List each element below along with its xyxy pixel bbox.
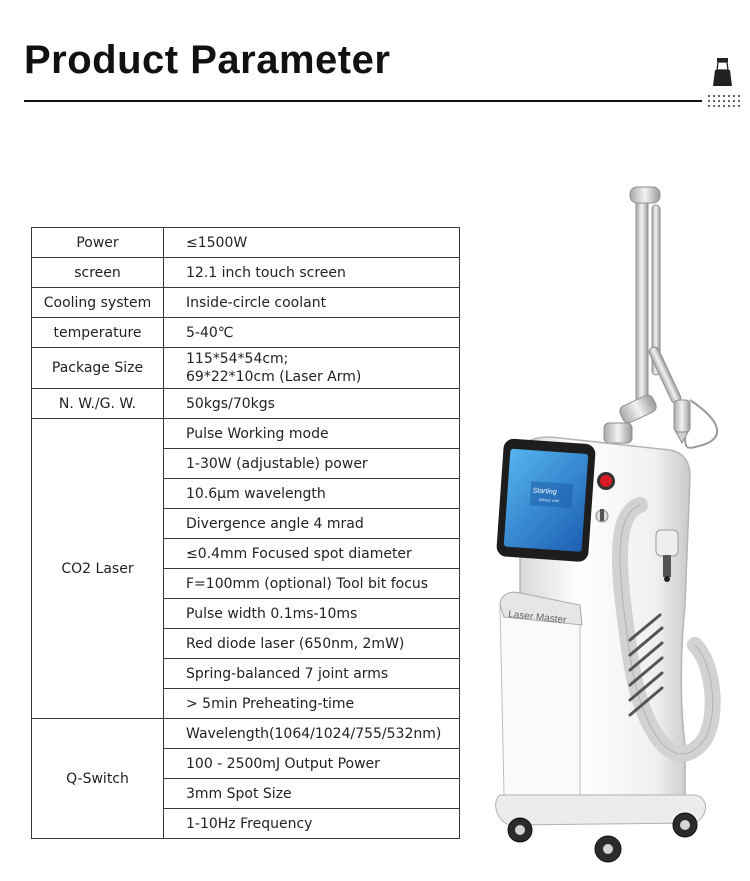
co2-spec: Red diode laser (650nm, 2mW) bbox=[163, 628, 460, 659]
page-title: Product Parameter bbox=[24, 38, 391, 82]
param-value: ≤1500W bbox=[163, 227, 460, 258]
table-row: ≤0.4mm Focused spot diameter bbox=[32, 538, 460, 569]
co2-spec: F=100mm (optional) Tool bit focus bbox=[163, 568, 460, 599]
screen-wait-text: please wait bbox=[539, 497, 560, 503]
param-value: 12.1 inch touch screen bbox=[163, 257, 460, 288]
table-row: 100 - 2500mJ Output Power bbox=[32, 748, 460, 779]
table-row: Pulse width 0.1ms-10ms bbox=[32, 598, 460, 629]
q-switch-spec: 100 - 2500mJ Output Power bbox=[163, 748, 460, 779]
param-label: Package Size bbox=[31, 347, 164, 389]
param-value: 5-40℃ bbox=[163, 317, 460, 348]
table-row: F=100mm (optional) Tool bit focus bbox=[32, 568, 460, 599]
table-row: temperature 5-40℃ bbox=[31, 317, 460, 348]
table-row: Package Size 115*54*54cm; 69*22*10cm (Las… bbox=[31, 347, 460, 389]
device-logo-icon bbox=[708, 58, 740, 107]
co2-spec: Divergence angle 4 mrad bbox=[163, 508, 460, 539]
title-divider bbox=[24, 100, 702, 102]
table-row: 1-10Hz Frequency bbox=[32, 808, 460, 839]
co2-spec: Spring-balanced 7 joint arms bbox=[163, 658, 460, 689]
param-value: 50kgs/70kgs bbox=[163, 388, 460, 419]
table-row: > 5min Preheating-time bbox=[32, 688, 460, 719]
param-label: Power bbox=[31, 227, 164, 258]
parameter-table: Power ≤1500W screen 12.1 inch touch scre… bbox=[31, 227, 460, 839]
q-switch-spec: 1-10Hz Frequency bbox=[163, 808, 460, 839]
table-row: 1-30W (adjustable) power bbox=[32, 448, 460, 479]
table-row: Spring-balanced 7 joint arms bbox=[32, 658, 460, 689]
table-row: Red diode laser (650nm, 2mW) bbox=[32, 628, 460, 659]
q-switch-label: Q-Switch bbox=[31, 718, 164, 839]
table-row: Divergence angle 4 mrad bbox=[32, 508, 460, 539]
table-row: Q-Switch Wavelength(1064/1024/755/532nm) bbox=[31, 718, 460, 839]
q-switch-spec: 3mm Spot Size bbox=[163, 778, 460, 809]
co2-spec: ≤0.4mm Focused spot diameter bbox=[163, 538, 460, 569]
table-row: Power ≤1500W bbox=[31, 227, 460, 258]
co2-laser-label: CO2 Laser bbox=[31, 418, 164, 719]
table-row: 10.6μm wavelength bbox=[32, 478, 460, 509]
co2-spec: 10.6μm wavelength bbox=[163, 478, 460, 509]
co2-spec: 1-30W (adjustable) power bbox=[163, 448, 460, 479]
param-value: 115*54*54cm; 69*22*10cm (Laser Arm) bbox=[163, 347, 460, 389]
co2-spec: Pulse Working mode bbox=[163, 418, 460, 449]
param-label: temperature bbox=[31, 317, 164, 348]
co2-spec: > 5min Preheating-time bbox=[163, 688, 460, 719]
table-row: Cooling system Inside-circle coolant bbox=[31, 287, 460, 318]
table-row: screen 12.1 inch touch screen bbox=[31, 257, 460, 288]
param-label: N. W./G. W. bbox=[31, 388, 164, 419]
param-value: Inside-circle coolant bbox=[163, 287, 460, 318]
table-row: N. W./G. W. 50kgs/70kgs bbox=[31, 388, 460, 419]
param-label: screen bbox=[31, 257, 164, 288]
package-size-line: 69*22*10cm (Laser Arm) bbox=[186, 369, 362, 385]
laser-machine-image: Laser Master Starting please wait bbox=[495, 186, 721, 863]
table-row: CO2 Laser Pulse Working mode bbox=[31, 418, 460, 719]
param-label: Cooling system bbox=[31, 287, 164, 318]
co2-spec: Pulse width 0.1ms-10ms bbox=[163, 598, 460, 629]
q-switch-spec: Wavelength(1064/1024/755/532nm) bbox=[163, 718, 460, 749]
package-size-line: 115*54*54cm; bbox=[186, 351, 289, 367]
screen-starting-text: Starting bbox=[532, 487, 557, 496]
